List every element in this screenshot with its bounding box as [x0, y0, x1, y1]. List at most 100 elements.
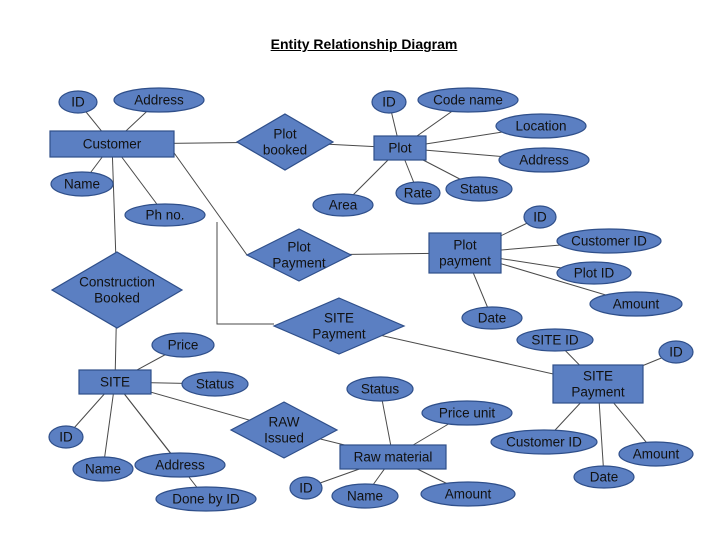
raw-id-attribute: ID [289, 476, 323, 500]
construction-booked-label: Booked [94, 291, 140, 306]
raw-price-unit-label: Price unit [439, 406, 496, 421]
pp-id-attribute: ID [523, 205, 557, 229]
plot-booked-label: booked [263, 143, 307, 158]
site-id-shape [48, 425, 84, 449]
customer-entity: Customer [49, 130, 175, 158]
plot-location-attribute: Location [495, 113, 587, 139]
customer-phone-shape [124, 203, 206, 227]
raw-amount-label: Amount [445, 487, 492, 502]
site-payment-rel-label: SITE [324, 311, 354, 326]
sp-site-id-shape [516, 328, 594, 352]
pp-customer-id-label: Customer ID [571, 234, 647, 249]
site-shape [78, 369, 152, 395]
pp-plot-id-shape [556, 261, 632, 285]
connector-site-site-name [102, 381, 116, 470]
plot-label: Plot [388, 141, 412, 156]
pp-id-shape [523, 205, 557, 229]
plot-id-attribute: ID [371, 90, 407, 114]
site-status-attribute: Status [181, 371, 249, 397]
sp-id-attribute: ID [658, 340, 694, 364]
plot-address-shape [498, 147, 590, 173]
site-price-label: Price [168, 338, 199, 353]
raw-status-attribute: Status [346, 376, 414, 402]
plot-address-attribute: Address [498, 147, 590, 173]
sp-customer-id-label: Customer ID [506, 435, 582, 450]
raw-material-entity: Raw material [339, 444, 447, 470]
sp-site-id-label: SITE ID [531, 333, 579, 348]
site-payment-rel-shape [272, 297, 406, 355]
site-done-by-id-attribute: Done by ID [155, 486, 257, 512]
pp-date-attribute: Date [461, 306, 523, 330]
plot-rate-label: Rate [404, 186, 433, 201]
plot-payment-rel-label: Plot [287, 240, 311, 255]
customer-name-attribute: Name [50, 171, 114, 197]
plot-shape [373, 135, 427, 161]
customer-name-label: Name [64, 177, 100, 192]
sp-customer-id-attribute: Customer ID [490, 429, 598, 455]
site-entity: SITE [78, 369, 152, 395]
customer-id-label: ID [71, 95, 85, 110]
raw-status-shape [346, 376, 414, 402]
connector-site-site-done-by-id [114, 381, 207, 500]
diagram-title: Entity Relationship Diagram [270, 36, 458, 52]
customer-label: Customer [83, 137, 142, 152]
site-payment-entity-label: SITE [583, 369, 613, 384]
pp-amount-attribute: Amount [589, 291, 683, 317]
pp-plot-id-attribute: Plot ID [556, 261, 632, 285]
site-done-by-id-label: Done by ID [172, 492, 240, 507]
plot-rate-attribute: Rate [395, 181, 441, 205]
construction-booked-shape [50, 251, 184, 329]
plot-location-shape [495, 113, 587, 139]
pp-customer-id-shape [556, 228, 662, 254]
customer-shape [49, 130, 175, 158]
customer-id-attribute: ID [58, 90, 98, 114]
plot-payment-entity-shape [428, 232, 502, 274]
pp-date-shape [461, 306, 523, 330]
raw-amount-attribute: Amount [420, 481, 516, 507]
raw-status-label: Status [361, 382, 400, 397]
sp-id-shape [658, 340, 694, 364]
raw-issued-label: RAW [269, 415, 300, 430]
sp-id-label: ID [669, 345, 683, 360]
pp-id-label: ID [533, 210, 547, 225]
site-id-label: ID [59, 430, 73, 445]
plot-status-label: Status [460, 182, 499, 197]
site-name-shape [72, 456, 134, 482]
customer-address-shape [113, 87, 205, 113]
plot-booked-shape [235, 113, 335, 171]
plot-address-label: Address [519, 153, 569, 168]
site-name-label: Name [85, 462, 121, 477]
site-status-label: Status [196, 377, 235, 392]
pp-amount-shape [589, 291, 683, 317]
site-price-shape [151, 332, 215, 358]
site-payment-rel-label: Payment [312, 327, 366, 342]
site-done-by-id-shape [155, 486, 257, 512]
sp-customer-id-shape [490, 429, 598, 455]
plot-status-shape [445, 176, 513, 202]
site-payment-entity-label: Payment [571, 385, 625, 400]
pp-customer-id-attribute: Customer ID [556, 228, 662, 254]
plot-payment-rel-shape [245, 228, 353, 282]
sp-amount-attribute: Amount [618, 441, 694, 467]
customer-phone-attribute: Ph no. [124, 203, 206, 227]
raw-name-shape [331, 483, 399, 509]
plot-area-shape [312, 193, 374, 217]
raw-issued-label: Issued [264, 431, 304, 446]
plot-code-name-attribute: Code name [417, 87, 519, 113]
plot-status-attribute: Status [445, 176, 513, 202]
site-address-shape [134, 452, 226, 478]
sp-date-attribute: Date [573, 465, 635, 489]
customer-name-shape [50, 171, 114, 197]
raw-material-label: Raw material [354, 450, 433, 465]
connector-branch-0 [171, 149, 248, 256]
pp-date-label: Date [478, 311, 507, 326]
plot-payment-entity-label: Plot [453, 238, 477, 253]
plot-location-label: Location [515, 119, 566, 134]
